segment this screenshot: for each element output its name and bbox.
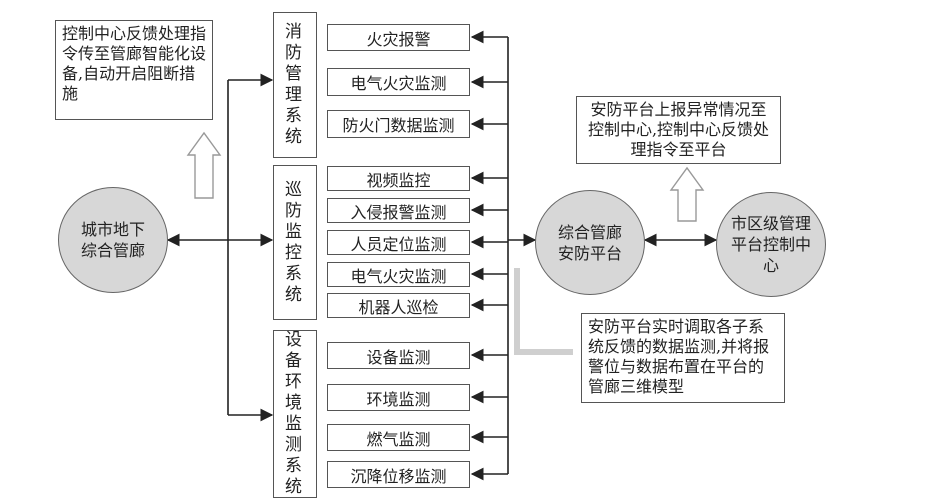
item-box: 燃气监测 [327,424,470,451]
system-label: 巡防监控系统 [285,179,302,305]
system-label: 消防管理系统 [285,22,302,147]
item-box: 机器人巡检 [327,293,470,318]
note-platform-data: 安防平台实时调取各子系统反馈的数据监测,并将报警位与数据布置在平台的管廊三维模型 [581,313,785,403]
control-center-circle: 市区级管理平台控制中心 [716,192,826,297]
item-box: 视频监控 [327,166,470,191]
connector-shadow [514,268,573,355]
hollow-up-arrow-left [186,131,222,199]
item-box: 人员定位监测 [327,230,470,255]
item-box: 防火门数据监测 [327,110,470,138]
platform-circle: 综合管廊安防平台 [535,190,645,295]
control-center-label: 市区级管理平台控制中心 [731,214,812,275]
note-feedback-to-devices: 控制中心反馈处理指令传至管廊智能化设备,自动开启阻断措施 [55,20,213,120]
item-box: 入侵报警监测 [327,198,470,223]
item-box: 沉降位移监测 [327,461,470,488]
item-box: 电气火灾监测 [327,262,470,287]
item-box: 电气火灾监测 [327,68,470,96]
item-box: 环境监测 [327,384,470,411]
note-platform-report: 安防平台上报异常情况至控制中心,控制中心反馈处理指令至平台 [576,96,781,164]
system-label: 设备环境监测系统 [285,330,302,497]
platform-label: 综合管廊安防平台 [557,222,622,263]
source-node-label: 城市地下综合管廊 [80,220,145,260]
source-node-circle: 城市地下综合管廊 [58,187,168,293]
item-box: 火灾报警 [327,24,470,51]
system-patrol-monitoring: 巡防监控系统 [273,165,317,320]
item-box: 设备监测 [327,342,470,369]
system-fire-management: 消防管理系统 [273,12,317,158]
system-equipment-environment: 设备环境监测系统 [273,330,317,498]
hollow-up-arrow-right [669,166,705,222]
